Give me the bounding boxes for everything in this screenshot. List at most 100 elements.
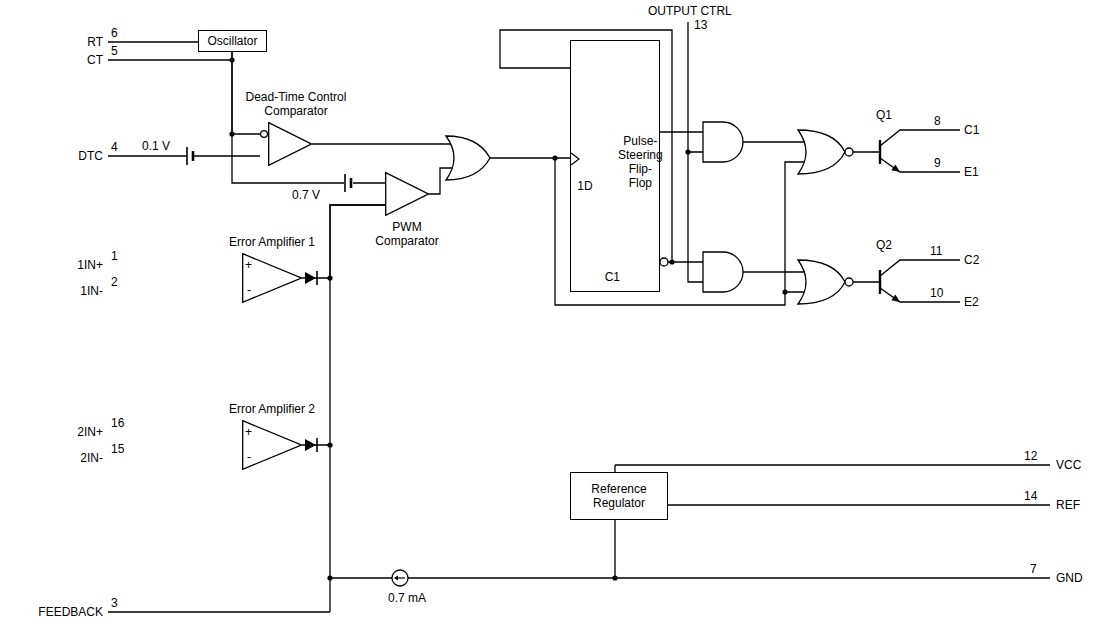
clock-wire [490,157,570,158]
battery-symbol [350,178,353,188]
junction-dot [782,289,787,294]
pin-name: 2IN+ [77,425,103,439]
voltage-label: 0.7 V [292,188,320,202]
regulator-box: Reference Regulator [570,472,668,520]
block-label: Error Amplifier 1 [229,235,315,249]
gate-wire [743,142,804,272]
triangle-outline [243,254,302,303]
diode-symbol [305,272,316,284]
q-wire [660,131,703,132]
pin-name: FEEDBACK [38,605,103,619]
inverter-bubble [845,148,853,156]
pin-name: 1IN- [80,284,103,298]
block-label: Dead-Time Control Comparator [240,90,352,118]
pin-name: 2IN- [80,451,103,465]
transistor-symbol [880,130,960,172]
inverter-bubble [261,131,268,138]
comparator-symbol [385,172,429,216]
comparator-symbol [260,122,312,166]
pin-number: 12 [1024,449,1037,463]
transistor-base [879,140,881,294]
inverter-bubble [845,278,853,286]
triangle-outline [243,421,302,470]
current-label: 0.7 mA [388,591,426,605]
ct-wire [108,59,232,60]
nor-gate [798,260,845,304]
pin-number: 1 [111,249,118,263]
oscillator-box: Oscillator [198,30,267,52]
pin-label: 1D [573,179,596,193]
emitter-arrow [891,295,900,303]
rt-wire [108,41,198,42]
junction-dot [327,575,332,580]
junction-dot [685,149,690,154]
pin-number: 6 [111,26,118,40]
block-label: Oscillator [203,34,261,48]
pin-number: 10 [930,286,943,300]
block-title: Pulse-Steering Flip-Flop [614,134,667,190]
pin-name: E1 [964,165,979,179]
diode-symbol [305,439,316,451]
input-sign: - [247,283,251,297]
nor-gate [798,130,845,174]
feedback-wire [108,445,330,612]
base-wire [853,152,880,282]
transistor-name: Q2 [876,238,892,252]
pin-number: 3 [111,596,118,610]
ref-wire [660,504,1050,505]
transistor-name: Q1 [876,108,892,122]
pin-number: 16 [111,416,124,430]
dtc-wire [108,155,260,156]
dtc-output-wire [312,143,454,144]
vcc-wire [615,465,1050,472]
block-label: PWM Comparator [371,220,443,248]
battery-symbol [186,147,188,165]
or-gate [446,136,490,180]
triangle-outline [269,123,312,166]
transistor-symbol [880,260,960,302]
pin-name: DTC [78,149,103,163]
pin-number: 4 [111,140,118,154]
pin-number: 15 [111,442,124,456]
pin-name: 1IN+ [77,258,103,272]
junction-dot [612,575,617,580]
battery-gap [344,175,353,191]
pin-number: 11 [930,244,942,258]
pin-name: C1 [964,123,979,137]
battery-symbol [344,174,346,192]
flip-flop-box: 1DC1Pulse-Steering Flip-Flop [570,40,660,292]
pin-number: 8 [934,114,941,128]
wires [108,22,1050,612]
pin-number: 13 [694,18,707,32]
pin-number: 2 [111,275,118,289]
junction-dot [669,259,674,264]
clock-input-symbol [571,149,583,169]
pin-label: C1 [601,270,624,284]
pin-name: OUTPUT CTRL [648,4,732,18]
block-label: Reference Regulator [571,482,667,510]
and-gate [703,122,743,162]
pin-number: 14 [1024,489,1037,503]
clock-triangle [571,153,579,165]
triangle-outline [386,173,429,216]
current-source [392,570,408,586]
gnd-wire [330,520,1050,578]
diode-symbol [316,271,318,285]
input-sign: + [245,425,252,439]
input-sign: + [245,258,252,272]
pin-name: GND [1056,571,1083,585]
pin-number: 5 [111,44,118,58]
diode-symbol [316,438,318,452]
current-source-arrow [394,576,398,581]
wire-connector [232,52,385,183]
input-sign: - [247,450,251,464]
battery-symbol [192,151,195,161]
junction-dot [552,155,557,160]
voltage-label: 0.1 V [142,139,170,153]
pin-number: 9 [934,156,941,170]
pin-name: RT [87,35,103,49]
